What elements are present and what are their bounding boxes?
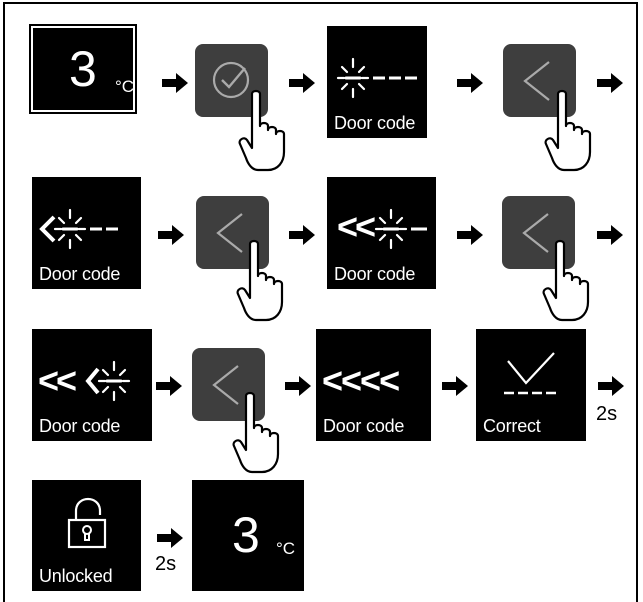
right-arrow-icon: [442, 376, 468, 396]
right-arrow-icon: [157, 528, 183, 548]
correct-panel: Correct: [476, 329, 586, 441]
door-code-panel: Door code: [32, 177, 141, 289]
chevron-left-icon: [212, 365, 239, 405]
right-arrow-icon: [457, 73, 483, 93]
open-padlock-icon: [67, 497, 107, 549]
temperature-value: 3: [232, 507, 260, 563]
unlocked-panel: Unlocked: [32, 480, 141, 591]
delay-label: 2s: [155, 553, 177, 575]
door-code-label: Door code: [39, 264, 121, 284]
blinking-digit-icon: [336, 57, 417, 99]
checkmark-icon: [504, 352, 556, 395]
entered-code-chevrons: <<: [38, 360, 77, 401]
blinking-digit-icon: [39, 208, 118, 250]
right-arrow-icon: [285, 376, 311, 396]
temperature-display-panel: 3 °C: [29, 24, 137, 114]
right-arrow-icon: [158, 225, 184, 245]
door-code-label: Door code: [39, 416, 121, 436]
diagram-frame: [3, 2, 638, 602]
right-arrow-icon: [289, 225, 315, 245]
door-code-panel: << Door code: [327, 177, 436, 289]
pointing-hand-icon: [544, 89, 598, 172]
chevron-left-icon: [523, 61, 550, 101]
door-code-panel: <<<< Door code: [316, 329, 431, 441]
pointing-hand-icon: [232, 391, 286, 474]
temperature-unit: °C: [115, 77, 135, 96]
chevron-left-icon: [522, 213, 549, 253]
door-code-panel: << Door code: [32, 329, 152, 441]
blinking-digit-icon: [85, 360, 131, 402]
unlocked-label: Unlocked: [39, 566, 113, 586]
entered-code-chevrons: <<: [337, 206, 376, 247]
temperature-display-panel: 3 °C: [192, 480, 304, 591]
right-arrow-icon: [597, 73, 623, 93]
door-code-panel: Door code: [327, 26, 427, 138]
blinking-digit-icon: [374, 208, 427, 250]
right-arrow-icon: [597, 225, 623, 245]
entered-code-chevrons: <<<<: [322, 360, 400, 401]
correct-label: Correct: [483, 416, 541, 436]
back-button[interactable]: [503, 44, 576, 117]
right-arrow-icon: [289, 73, 315, 93]
delay-label: 2s: [596, 403, 618, 425]
temperature-value: 3: [69, 41, 97, 97]
door-code-label: Door code: [323, 416, 405, 436]
right-arrow-icon: [156, 376, 182, 396]
check-circle-icon: [212, 61, 250, 99]
door-code-label: Door code: [334, 264, 416, 284]
chevron-left-icon: [216, 213, 243, 253]
right-arrow-icon: [457, 225, 483, 245]
right-arrow-icon: [598, 376, 624, 396]
pointing-hand-icon: [236, 239, 290, 322]
pointing-hand-icon: [238, 89, 292, 172]
temperature-unit: °C: [276, 539, 296, 558]
door-code-label: Door code: [334, 113, 416, 133]
pointing-hand-icon: [542, 239, 596, 322]
right-arrow-icon: [162, 73, 188, 93]
